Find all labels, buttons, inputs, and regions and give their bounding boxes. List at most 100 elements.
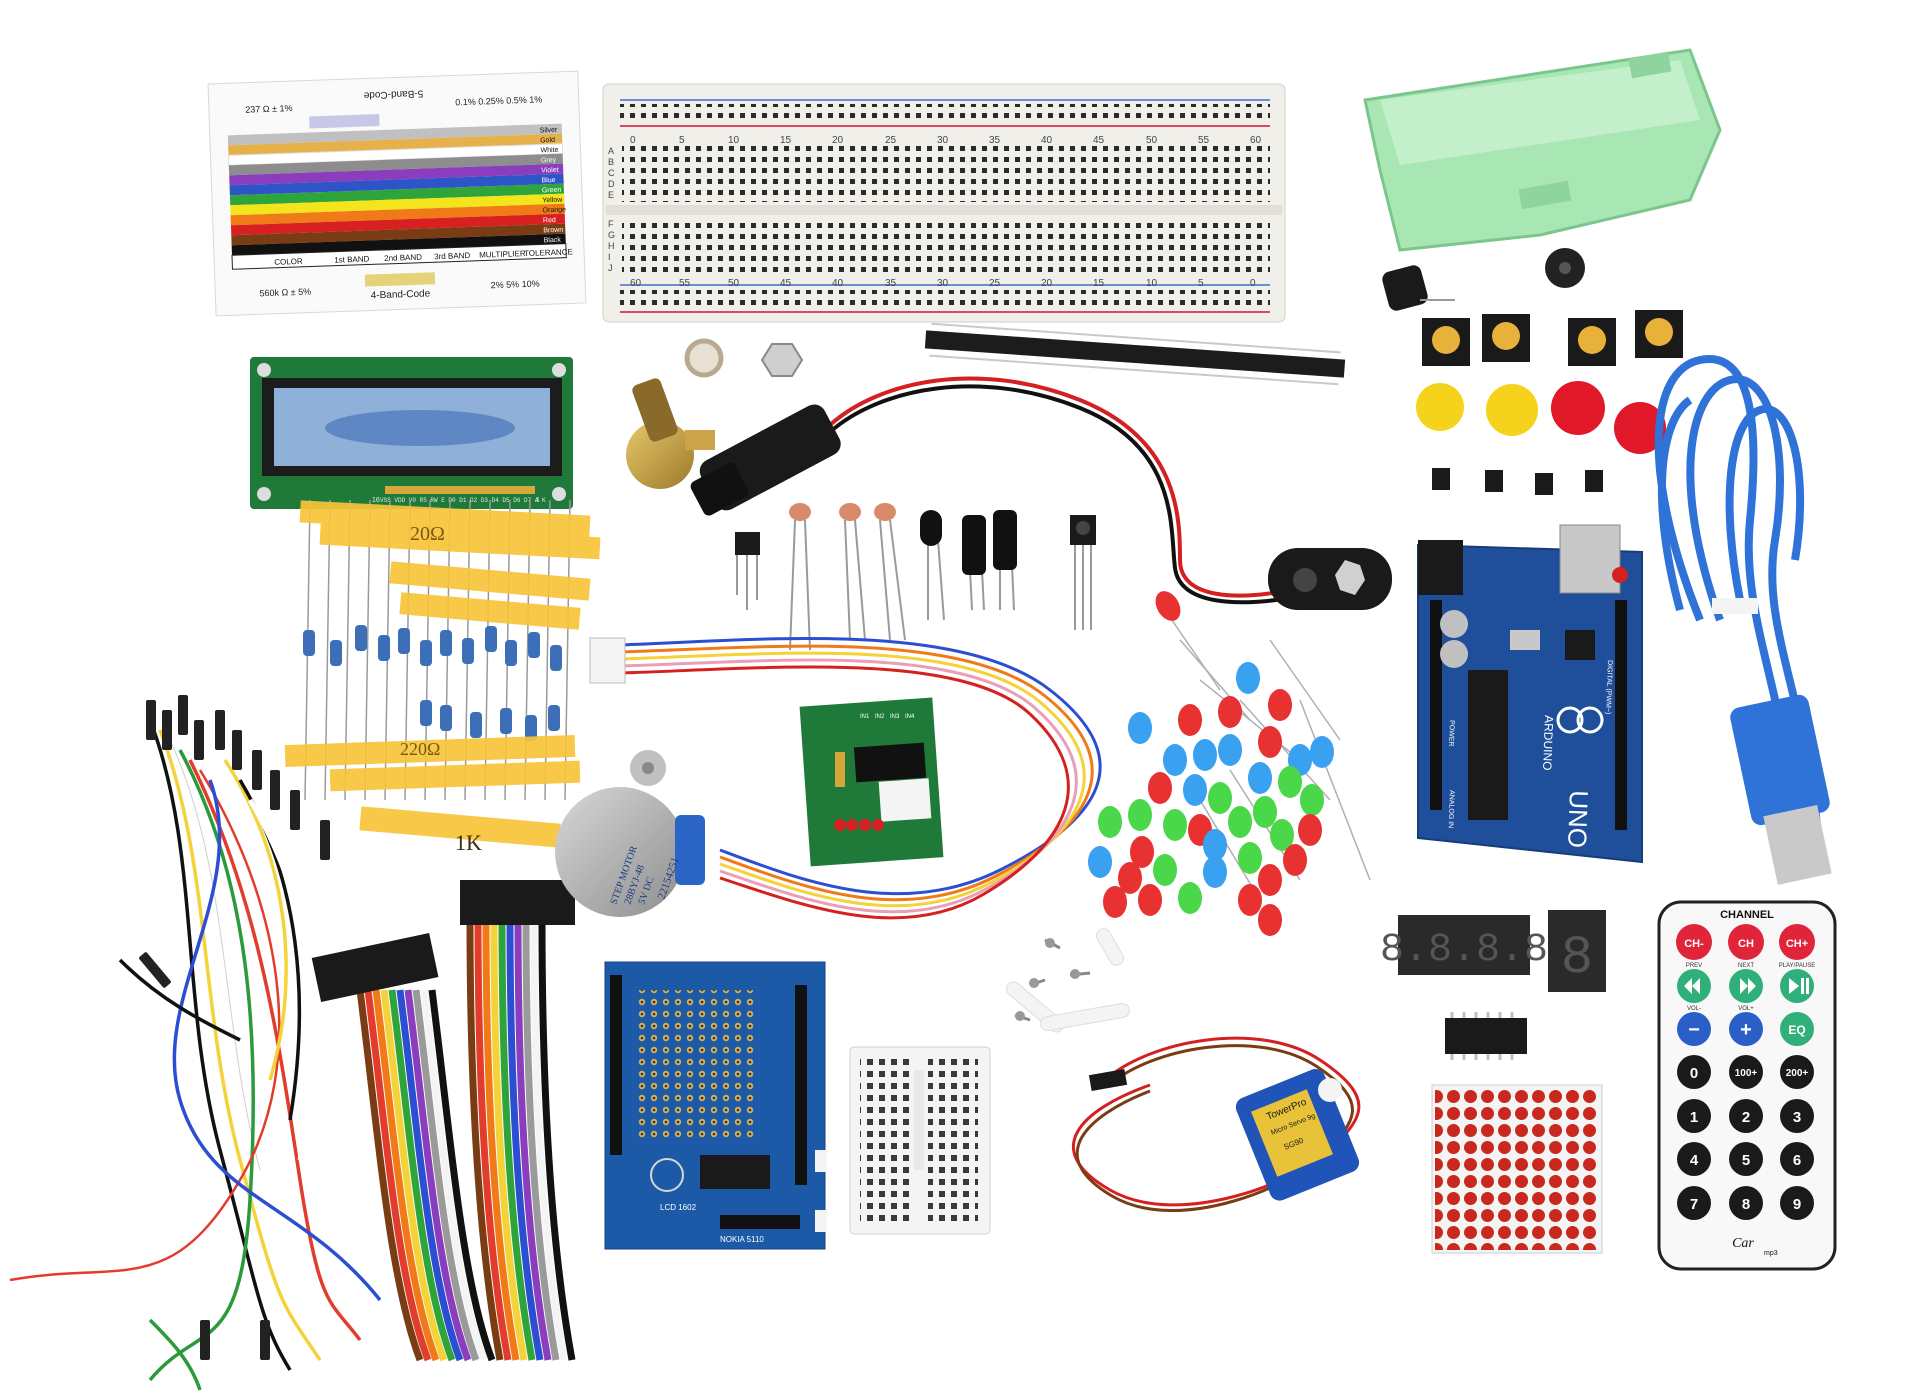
vol-plus-button[interactable] bbox=[1729, 1012, 1763, 1046]
lcd-pin-1: 1 bbox=[536, 497, 540, 504]
card-tol-4band: 2% 5% 10% bbox=[491, 279, 540, 291]
jumper-pin-heads bbox=[139, 695, 330, 1360]
remote-row-0: 0 100+ 200+ bbox=[1677, 1055, 1814, 1089]
arduino-analog-label: ANALOG IN bbox=[1447, 790, 1455, 828]
arduino-brand-label: ARDUINO bbox=[1540, 715, 1556, 771]
resistor-color-card: 5-Band-Code 0.1% 0.25% 0.5% 1% 237 Ω ± 1… bbox=[207, 70, 587, 317]
led-pile-heads bbox=[1088, 591, 1334, 936]
svg-text:40: 40 bbox=[832, 278, 844, 289]
resistor-4band-illustration bbox=[364, 272, 436, 287]
photoresistor bbox=[839, 503, 866, 641]
jumper-wire-bundle bbox=[9, 719, 382, 1391]
dupont-connectors bbox=[311, 880, 575, 1002]
svg-text:NEXT: NEXT bbox=[1738, 963, 1754, 969]
svg-text:40: 40 bbox=[1041, 135, 1053, 146]
svg-text:0: 0 bbox=[630, 135, 636, 146]
svg-text:30: 30 bbox=[937, 135, 949, 146]
card-example-5band: 237 Ω ± 1% bbox=[245, 103, 293, 115]
remote-row-ch: CH- CH CH+ bbox=[1676, 924, 1815, 960]
card-tol-5band: 0.1% 0.25% 0.5% 1% bbox=[455, 94, 542, 107]
svg-text:0: 0 bbox=[1250, 278, 1256, 289]
sg90-servo: TowerPro Micro Servo 9g SG90 bbox=[1235, 1069, 1360, 1201]
key-1-button[interactable] bbox=[1677, 1099, 1711, 1133]
svg-text:0: 0 bbox=[1690, 1065, 1698, 1082]
svg-text:CH: CH bbox=[1738, 938, 1754, 950]
svg-text:Red: Red bbox=[543, 217, 556, 224]
ch-button[interactable] bbox=[1728, 924, 1764, 960]
svg-text:PREV: PREV bbox=[1686, 963, 1702, 969]
arduino-model-label: UNO bbox=[1562, 790, 1594, 849]
col-header-2nd: 2nd BAND bbox=[384, 253, 422, 263]
key-5-button[interactable] bbox=[1729, 1142, 1763, 1176]
dc-barrel-plug-cable bbox=[690, 376, 1291, 605]
svg-text:15: 15 bbox=[780, 135, 792, 146]
key-8-button[interactable] bbox=[1729, 1186, 1763, 1220]
key-9-button[interactable] bbox=[1780, 1186, 1814, 1220]
stepper-connector bbox=[589, 637, 626, 684]
lcd-1602-module: VSS VDD V0 RS RW E D0 D1 D2 D3 D4 D5 D6 … bbox=[250, 357, 573, 509]
usb-cable-tie bbox=[1712, 598, 1758, 614]
svg-text:Grey: Grey bbox=[541, 157, 557, 165]
svg-text:5: 5 bbox=[1198, 278, 1204, 289]
servo-horns bbox=[1006, 928, 1130, 1033]
col-header-1st: 1st BAND bbox=[334, 254, 370, 264]
prototype-shield: LCD 1602 NOKIA 5110 bbox=[604, 961, 827, 1250]
svg-text:Violet: Violet bbox=[541, 167, 559, 175]
svg-text:45: 45 bbox=[780, 278, 792, 289]
svg-text:7: 7 bbox=[1690, 1196, 1698, 1213]
key-7-button[interactable] bbox=[1677, 1186, 1711, 1220]
ch-minus-button[interactable] bbox=[1676, 924, 1712, 960]
svg-text:15: 15 bbox=[1093, 278, 1105, 289]
ic-chip bbox=[1445, 1012, 1527, 1060]
key-200-plus-button[interactable] bbox=[1780, 1055, 1814, 1089]
key-2-button[interactable] bbox=[1729, 1099, 1763, 1133]
card-title-5band: 5-Band-Code bbox=[363, 87, 423, 100]
svg-text:VOL-: VOL- bbox=[1687, 1006, 1701, 1012]
key-6-button[interactable] bbox=[1780, 1142, 1814, 1176]
resistor-5band-illustration bbox=[309, 114, 380, 129]
usb-cable bbox=[1654, 355, 1824, 861]
remote-logo: Car bbox=[1732, 1236, 1754, 1251]
svg-text:A: A bbox=[608, 146, 614, 156]
svg-text:B: B bbox=[608, 157, 614, 167]
driver-in2: IN2 bbox=[875, 714, 885, 720]
svg-text:50: 50 bbox=[728, 278, 740, 289]
svg-text:PLAY/PAUSE: PLAY/PAUSE bbox=[1779, 963, 1815, 969]
ch-plus-button[interactable] bbox=[1779, 924, 1815, 960]
breadboard-top-numbers: 0 5 10 15 20 25 30 35 40 45 50 55 60 bbox=[630, 135, 1262, 146]
ir-remote-control: CHANNEL CH- CH CH+ PREV NEXT PLAY/PAUSE bbox=[1657, 900, 1837, 1271]
eq-button[interactable] bbox=[1780, 1012, 1814, 1046]
lcd-pin-labels: VSS VDD V0 RS RW E D0 D1 D2 D3 D4 D5 D6 … bbox=[380, 497, 546, 504]
breadboard-830: 0 5 10 15 20 25 30 35 40 45 50 55 60 60 … bbox=[602, 83, 1286, 323]
jumper-caps bbox=[1432, 468, 1603, 495]
8x8-led-matrix bbox=[1431, 1084, 1603, 1254]
col-header-tolerance: TOLERANCE bbox=[524, 247, 573, 258]
driver-in4: IN4 bbox=[905, 714, 915, 720]
arduino-uno-board: UNO ARDUINO DIGITAL (PWM~) ANALOG IN POW… bbox=[1417, 524, 1643, 864]
svg-text:J: J bbox=[608, 263, 613, 273]
key-100-plus-button[interactable] bbox=[1729, 1055, 1763, 1089]
washer bbox=[684, 338, 724, 378]
card-title-4band: 4-Band-Code bbox=[371, 288, 431, 301]
svg-text:9: 9 bbox=[1793, 1196, 1801, 1213]
key-3-button[interactable] bbox=[1780, 1099, 1814, 1133]
remote-row-1: 1 2 3 bbox=[1677, 1099, 1814, 1133]
vol-minus-button[interactable] bbox=[1677, 1012, 1711, 1046]
svg-text:CH-: CH- bbox=[1684, 938, 1704, 950]
key-0-button[interactable] bbox=[1677, 1055, 1711, 1089]
photoresistor bbox=[874, 503, 906, 641]
svg-text:35: 35 bbox=[989, 135, 1001, 146]
remote-row-volume: − + EQ bbox=[1677, 1012, 1814, 1046]
svg-text:6: 6 bbox=[1793, 1152, 1801, 1169]
remote-header: CHANNEL bbox=[1720, 909, 1774, 921]
seg4-digits: 8.8.8.8 bbox=[1380, 928, 1548, 973]
svg-text:1: 1 bbox=[1690, 1109, 1698, 1126]
button-caps bbox=[1416, 381, 1666, 454]
key-4-button[interactable] bbox=[1677, 1142, 1711, 1176]
svg-text:+: + bbox=[1740, 1019, 1752, 1041]
svg-text:Black: Black bbox=[544, 237, 562, 245]
svg-text:20: 20 bbox=[1041, 278, 1053, 289]
ir-receiver-module bbox=[1382, 265, 1455, 311]
svg-text:8: 8 bbox=[1742, 1196, 1750, 1213]
